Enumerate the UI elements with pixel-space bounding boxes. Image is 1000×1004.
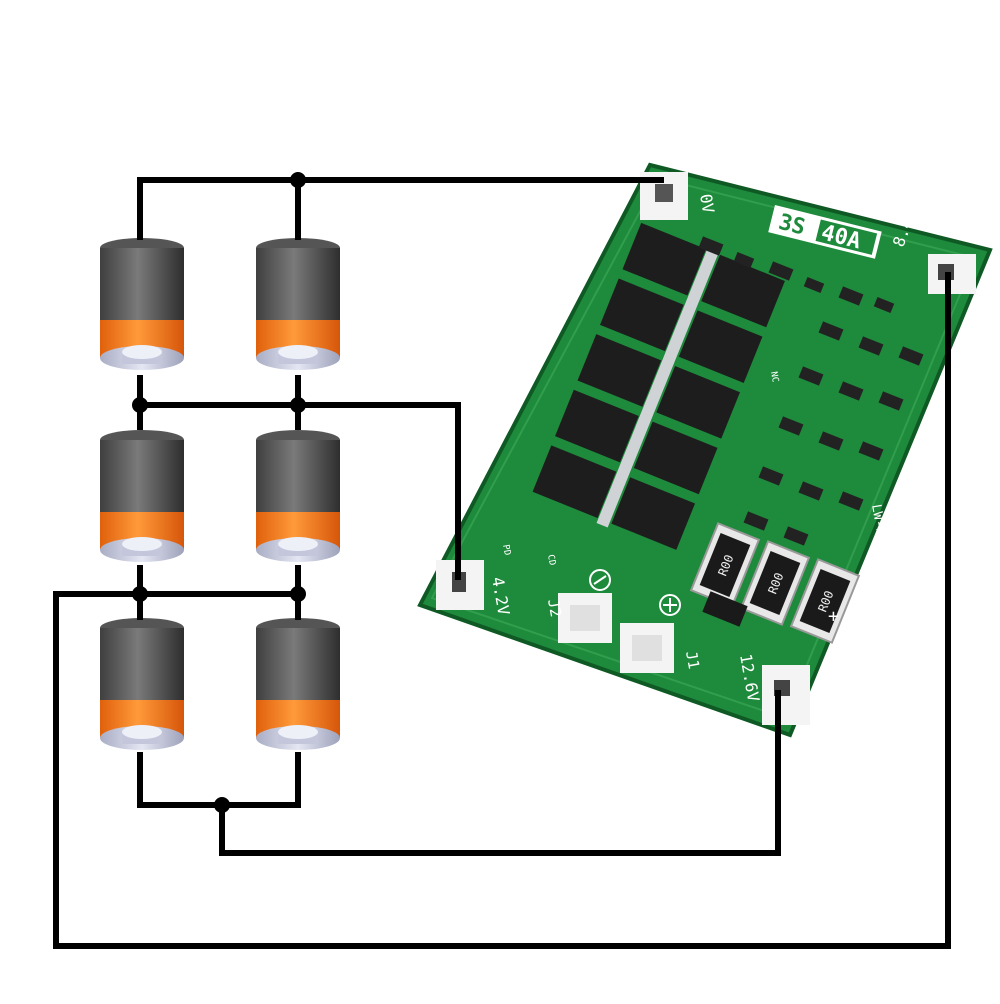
mosfet-chip: [701, 254, 785, 328]
sense-resistors: R00 R00 R00: [689, 522, 861, 644]
wire-12-6v: [219, 690, 781, 856]
junctions: [132, 172, 306, 813]
mosfet-chip: [633, 421, 718, 495]
mosfet-chip: [555, 389, 639, 463]
mosfet-chip: [577, 334, 662, 407]
label-j1: J1: [682, 650, 703, 671]
battery-cell: [256, 618, 340, 750]
battery-pack: [100, 238, 340, 750]
silk-nc: NC: [768, 371, 780, 383]
smd-components: [698, 236, 924, 546]
pad-12-6v[interactable]: [762, 665, 810, 725]
minus-icon: [589, 569, 611, 591]
battery-cell: [100, 238, 184, 370]
board-title-3s: 3S: [776, 210, 808, 241]
silk-pd: PD: [500, 544, 512, 556]
battery-cell: [100, 430, 184, 562]
junction-dot: [290, 397, 306, 413]
mosfet-array: [532, 222, 785, 550]
junction-dot: [132, 397, 148, 413]
mosfet-chip: [678, 310, 763, 383]
battery-cell: [256, 238, 340, 370]
silk-cd: CD: [545, 554, 557, 566]
pad-j2-minus[interactable]: [558, 593, 612, 643]
title-badge: 3S 40A: [768, 205, 882, 259]
label-j2: J2: [544, 598, 565, 619]
mosfet-chip: [656, 365, 740, 439]
plus-icon: [659, 594, 681, 616]
junction-dot: [214, 797, 230, 813]
label-0v: 0V: [696, 192, 718, 215]
junction-dot: [290, 172, 306, 188]
wire-0v: [137, 177, 664, 240]
mosfet-chip: [600, 278, 684, 352]
plus-mark: +: [828, 606, 839, 627]
battery-cell: [100, 618, 184, 750]
junction-dot: [132, 586, 148, 602]
junction-dot: [290, 586, 306, 602]
mosfet-chip: [622, 222, 707, 296]
mosfet-chip: [611, 477, 696, 550]
battery-cell: [256, 430, 340, 562]
wire-4-2v: [140, 402, 461, 580]
mosfet-chip: [532, 445, 617, 518]
pad-j1-plus[interactable]: [620, 623, 674, 673]
bms-board: R00 R00 R00 3S 40A 0V: [417, 162, 993, 738]
wire-bottom-bus: [137, 752, 301, 808]
pad-8-4v[interactable]: [928, 254, 976, 294]
